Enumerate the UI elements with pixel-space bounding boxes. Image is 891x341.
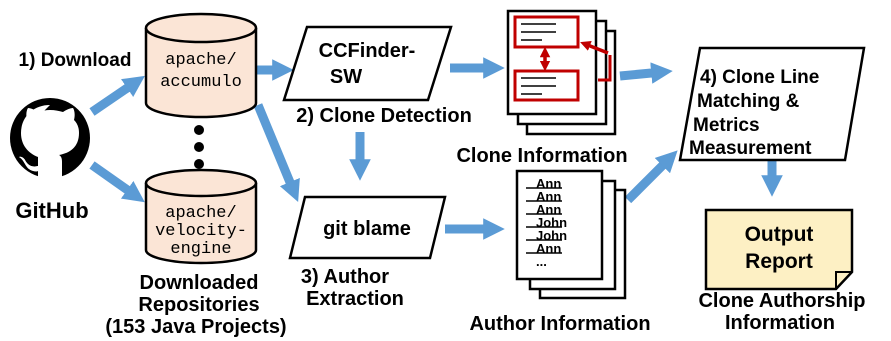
report-caption-line2: Information <box>725 312 835 334</box>
report-label-line1: Output <box>745 223 814 246</box>
ccfinder-sw-tool: CCFinder- SW <box>282 25 453 102</box>
arrow-author-info-to-matching <box>624 150 678 204</box>
arrow-github-to-repo1 <box>89 75 145 116</box>
ccfinder-label-line2: SW <box>330 66 362 88</box>
repo2-name-line2: velocity- <box>155 222 247 241</box>
author-line-6: ... <box>536 254 547 269</box>
author-information-label: Author Information <box>469 313 650 335</box>
author-information-documents: AnnAnnAnnJohnJohnAnn... <box>515 169 627 300</box>
git-blame-label: git blame <box>323 218 411 240</box>
author-line-5: Ann <box>536 241 561 256</box>
arrow-github-to-repo2 <box>89 161 145 203</box>
arrow-clone-info-to-matching <box>619 62 673 84</box>
repositories-caption-line2: Repositories <box>138 294 259 316</box>
step2-clone-detection-label: 2) Clone Detection <box>296 105 472 127</box>
repository-apache-velocity-engine: apache/ velocity- engine <box>144 168 258 265</box>
repo1-name-line2: accumulo <box>160 73 242 92</box>
repositories-caption-line1: Downloaded <box>140 272 259 294</box>
repository-apache-accumulo: apache/ accumulo <box>144 12 258 119</box>
report-caption-line1: Clone Authorship <box>698 290 865 312</box>
step3-label-line1: 3) Author <box>301 266 389 288</box>
github-label: GitHub <box>15 198 88 223</box>
author-line-3: John <box>536 215 567 230</box>
repo1-name-line1: apache/ <box>165 51 236 70</box>
clone-information-documents <box>506 9 617 136</box>
repositories-caption-line3: (153 Java Projects) <box>105 316 286 338</box>
arrow-repo1-to-gitblame <box>253 103 300 202</box>
more-repositories-dots <box>194 125 204 169</box>
step4-label-line2: Matching & <box>697 91 800 112</box>
repo2-name-line1: apache/ <box>165 204 236 223</box>
flow-arrows <box>89 57 783 240</box>
author-line-0: Ann <box>536 176 561 191</box>
author-line-1: Ann <box>536 189 561 204</box>
author-line-4: John <box>536 228 567 243</box>
clone-information-label: Clone Information <box>456 145 627 167</box>
step4-label-line3: Metrics <box>693 115 760 136</box>
step4-label-line1: 4) Clone Line <box>700 67 819 88</box>
step3-label-line2: Extraction <box>306 288 404 310</box>
step4-label-line4: Measurement <box>689 138 812 159</box>
report-label-line2: Report <box>745 250 813 273</box>
clone-line-matching-step: 4) Clone Line Matching & Metrics Measure… <box>678 46 866 162</box>
step1-download-label: 1) Download <box>19 50 132 71</box>
author-line-2: Ann <box>536 202 561 217</box>
ccfinder-label-line1: CCFinder- <box>319 40 416 62</box>
github-octocat-icon <box>10 98 90 178</box>
output-report-document: Output Report <box>704 208 854 291</box>
repo2-name-line3: engine <box>170 240 231 259</box>
git-blame-tool: git blame <box>288 195 447 260</box>
